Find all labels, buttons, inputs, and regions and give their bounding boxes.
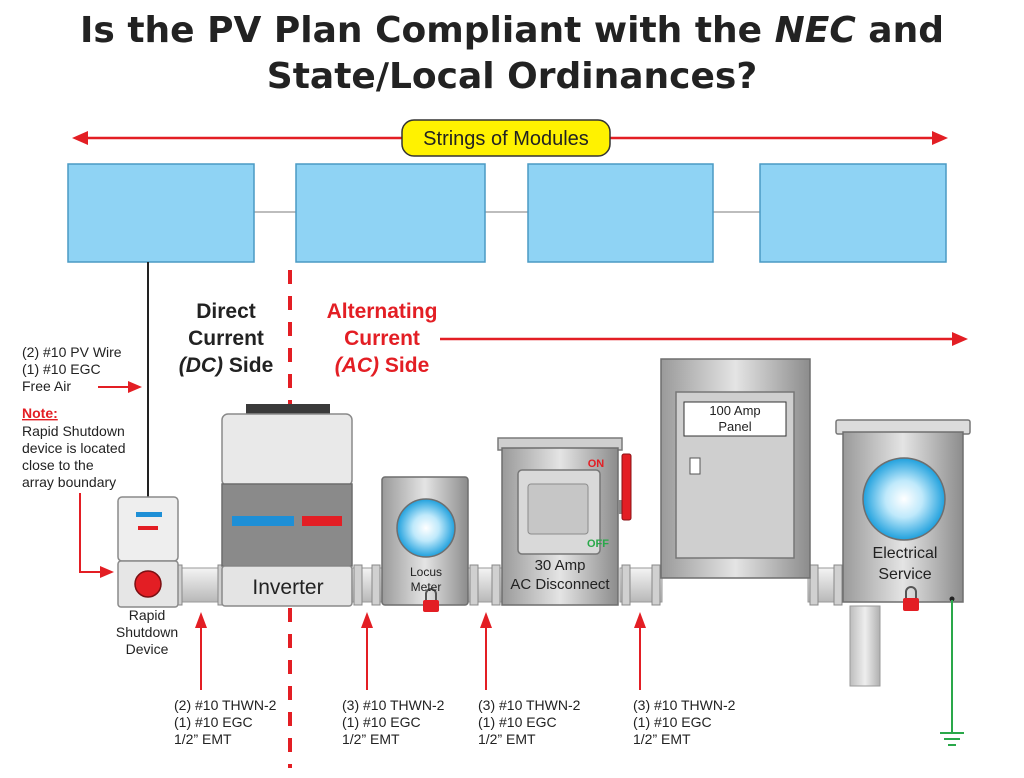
pv-module-3 — [527, 163, 714, 263]
conductor-2-line-1: (3) #10 THWN-2 — [342, 697, 445, 713]
ground-icon — [940, 596, 964, 746]
meter-line-2: Meter — [411, 580, 442, 594]
panel-latch-icon — [689, 457, 701, 475]
note-line-3: close to the — [22, 457, 94, 473]
conductor-2-line-3: 1/2” EMT — [342, 731, 400, 747]
disconnect-on-label: ON — [588, 458, 605, 470]
pv-wire-line-1: (2) #10 PV Wire — [22, 344, 122, 360]
rapid-shutdown-line-2: Shutdown — [116, 624, 178, 640]
service-meter-dial-icon — [862, 457, 946, 541]
conductor-arrow-1 — [195, 612, 207, 690]
conductor-1-line-3: 1/2” EMT — [174, 731, 232, 747]
title-line-1: Is the PV Plan Compliant with the NEC an… — [80, 10, 944, 51]
panel-line-2: Panel — [718, 419, 751, 434]
rapid-shutdown-line-1: Rapid — [129, 607, 166, 623]
ac-side-line-1: Alternating — [327, 300, 438, 323]
meter-line-1: Locus — [410, 565, 442, 579]
conductor-3-line-3: 1/2” EMT — [478, 731, 536, 747]
conductor-arrow-4 — [634, 612, 646, 690]
conductor-3-line-2: (1) #10 EGC — [478, 714, 557, 730]
inverter — [221, 404, 353, 607]
dc-indicator-red — [138, 526, 158, 530]
service-panel — [660, 358, 811, 579]
meter-padlock-icon — [423, 588, 439, 612]
service-line-1: Electrical — [873, 545, 938, 562]
conductor-2-line-2: (1) #10 EGC — [342, 714, 421, 730]
rapid-shutdown-line-3: Device — [126, 641, 169, 657]
conductor-4-line-2: (1) #10 EGC — [633, 714, 712, 730]
disconnect-line-1: 30 Amp — [535, 557, 586, 574]
pv-wire-line-2: (1) #10 EGC — [22, 361, 101, 377]
ac-side-line-2: Current — [344, 327, 420, 350]
meter-dial-icon — [396, 498, 456, 558]
strings-label: Strings of Modules — [423, 128, 589, 150]
dc-indicator-blue — [136, 512, 162, 517]
ac-disconnect — [497, 437, 632, 606]
conduit-run — [173, 564, 845, 606]
conductor-arrow-3 — [480, 612, 492, 690]
pv-wire-line-3: Free Air — [22, 378, 71, 394]
inverter-ac-indicator — [302, 516, 342, 526]
rapid-shutdown-device — [117, 496, 179, 608]
panel-line-1: 100 Amp — [709, 403, 760, 418]
pv-module-2 — [295, 163, 486, 263]
note-heading: Note: — [22, 405, 58, 421]
locus-meter — [381, 476, 469, 612]
conductor-4-line-1: (3) #10 THWN-2 — [633, 697, 736, 713]
strings-label-box — [401, 119, 611, 157]
conductor-4-line-3: 1/2” EMT — [633, 731, 691, 747]
conductor-1-line-1: (2) #10 THWN-2 — [174, 697, 277, 713]
conductor-3-line-1: (3) #10 THWN-2 — [478, 697, 581, 713]
disconnect-line-2: AC Disconnect — [510, 576, 610, 593]
dc-side-line-2: Current — [188, 327, 264, 350]
shutdown-button-icon — [134, 570, 162, 598]
inverter-dc-indicator — [232, 516, 294, 526]
note-line-4: array boundary — [22, 474, 116, 490]
service-padlock-icon — [903, 586, 919, 611]
note-line-1: Rapid Shutdown — [22, 423, 125, 439]
pv-module-1 — [67, 163, 255, 263]
title-line-2: State/Local Ordinances? — [267, 56, 757, 97]
electrical-service — [835, 419, 971, 687]
pv-wire-arrow — [98, 381, 142, 393]
note-arrow — [79, 493, 114, 578]
inverter-label: Inverter — [252, 576, 323, 599]
conductor-arrow-2 — [361, 612, 373, 690]
pv-module-4 — [759, 163, 947, 263]
disconnect-handle — [621, 453, 632, 521]
disconnect-off-label: OFF — [587, 538, 609, 550]
ac-side-arrow — [440, 332, 968, 346]
dc-side-line-1: Direct — [196, 300, 256, 323]
conductor-1-line-2: (1) #10 EGC — [174, 714, 253, 730]
note-line-2: device is located — [22, 440, 126, 456]
service-line-2: Service — [878, 566, 931, 583]
ac-side-line-3: (AC) Side — [335, 354, 430, 377]
module-string — [67, 163, 947, 263]
dc-side-line-3: (DC) Side — [179, 354, 274, 377]
